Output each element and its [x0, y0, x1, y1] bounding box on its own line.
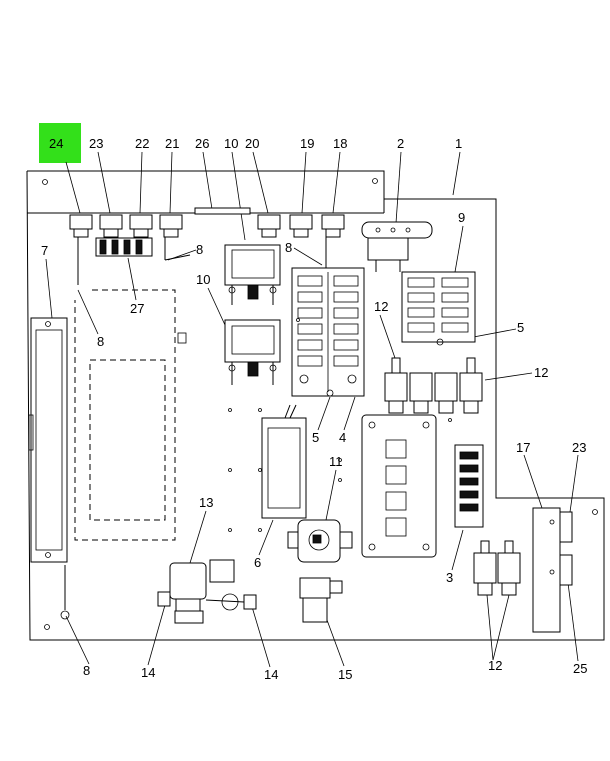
callout-10-top: 10	[224, 136, 238, 151]
relays-12-row	[384, 357, 483, 414]
callout-20: 20	[245, 136, 259, 151]
valve-15	[299, 577, 343, 623]
solenoid-11	[287, 519, 353, 563]
callout-9: 9	[458, 210, 465, 225]
bracket-17	[532, 507, 573, 633]
callout-21: 21	[165, 136, 179, 151]
callout-24: 24	[49, 136, 63, 151]
callout-15: 15	[338, 667, 352, 682]
fuse-panel-4	[291, 267, 365, 397]
leader-lines	[45, 151, 579, 668]
mounting-panel	[26, 170, 605, 641]
valve-assembly-13	[157, 559, 257, 624]
mounting-holes	[228, 318, 452, 532]
fuse-block-9	[401, 271, 476, 346]
callout-14-b: 14	[264, 667, 278, 682]
callout-4: 4	[339, 430, 346, 445]
module-6	[261, 404, 307, 519]
relay-10-top	[224, 244, 281, 305]
module-7	[28, 317, 68, 563]
callout-8-d: 8	[83, 663, 90, 678]
highlight-box[interactable]	[39, 123, 81, 163]
callout-1: 1	[455, 136, 462, 151]
callout-11: 11	[329, 454, 343, 469]
flasher-2	[361, 221, 433, 272]
callout-19: 19	[300, 136, 314, 151]
switch-panel	[361, 414, 437, 558]
callout-13: 13	[199, 495, 213, 510]
callout-26: 26	[195, 136, 209, 151]
terminal-block-3	[454, 444, 484, 528]
callout-5-a: 5	[517, 320, 524, 335]
callout-22: 22	[135, 136, 149, 151]
callout-8-c: 8	[97, 334, 104, 349]
callout-14-a: 14	[141, 665, 155, 680]
callout-6: 6	[254, 555, 261, 570]
callout-12-a: 12	[374, 299, 388, 314]
callout-23-right: 23	[572, 440, 586, 455]
callout-7: 7	[41, 243, 48, 258]
callout-2: 2	[397, 136, 404, 151]
callout-8-b: 8	[285, 240, 292, 255]
top-connectors	[69, 214, 345, 285]
rear-bracket-outline	[74, 289, 187, 541]
callout-18: 18	[333, 136, 347, 151]
ground-lead-8	[60, 565, 70, 620]
callout-8-a: 8	[196, 242, 203, 257]
relays-12-pair	[473, 540, 521, 596]
relay-10-bottom	[224, 319, 281, 385]
callout-12-c: 12	[488, 658, 502, 673]
callout-10-mid: 10	[196, 272, 210, 287]
callout-17: 17	[516, 440, 530, 455]
callout-5-b: 5	[312, 430, 319, 445]
callout-23-top: 23	[89, 136, 103, 151]
callout-12-b: 12	[534, 365, 548, 380]
callout-25: 25	[573, 661, 587, 676]
terminal-strip-27	[95, 237, 153, 257]
callout-27: 27	[130, 301, 144, 316]
callout-3: 3	[446, 570, 453, 585]
callout-labels: 23 22 21 26 10 20 19 18 2 1 9 7 8 8 27 8…	[41, 136, 587, 682]
